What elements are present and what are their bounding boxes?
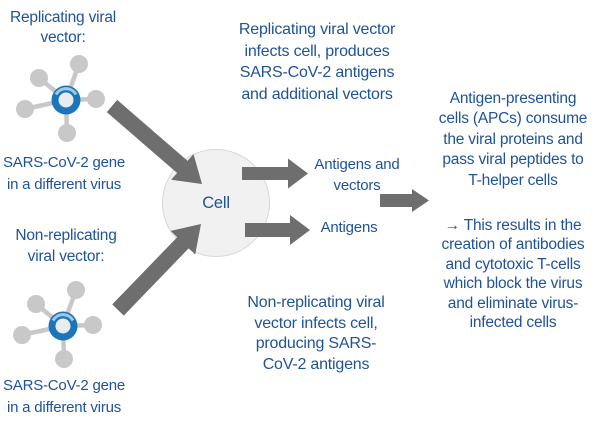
replicating-vector-caption: SARS-CoV-2 gene in a different virus xyxy=(2,154,126,193)
arrow-to-apc-text-icon xyxy=(380,189,429,212)
arrow-nonreplicating-to-cell-icon xyxy=(112,224,201,316)
arrow-cell-to-antigens-vectors-icon xyxy=(242,158,308,189)
nonreplicating-virus-icon xyxy=(13,281,102,368)
replicating-virus-icon xyxy=(16,55,105,142)
apc-consume-note: Antigen-presenting cells (APCs) consume … xyxy=(438,90,588,189)
arrow-cell-to-antigens-icon xyxy=(245,215,310,245)
cell-label: Cell xyxy=(202,193,230,212)
replicating-infection-note: Replicating viral vector infects cell, p… xyxy=(238,21,396,103)
nonreplicating-infection-note: Non-replicating viral vector infects cel… xyxy=(247,294,385,374)
nonreplicating-vector-caption: SARS-CoV-2 gene in a different virus xyxy=(2,377,126,416)
antigens-label: Antigens xyxy=(320,219,378,236)
nonreplicating-vector-heading: Non-replicating viral vector: xyxy=(15,227,117,265)
replicating-vector-heading: Replicating viral vector: xyxy=(9,9,116,46)
arrow-replicating-to-cell-icon xyxy=(106,99,202,184)
antigens-and-vectors-label: Antigens and vectors xyxy=(314,156,400,194)
immune-result-note: → This results in the creation of antibo… xyxy=(441,217,585,332)
